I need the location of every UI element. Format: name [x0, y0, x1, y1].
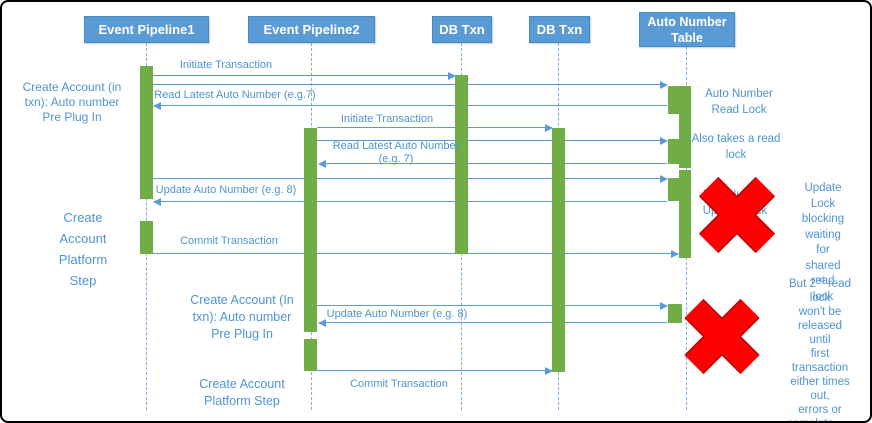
- message-label-read-latest-1: Read Latest Auto Number (e.g.7): [154, 89, 316, 101]
- activation-bar-pipeline2-txn: [304, 128, 317, 332]
- arrowhead-icon: [545, 124, 553, 132]
- actor-db-txn-1: DB Txn: [432, 16, 492, 43]
- arrowhead-icon: [660, 81, 668, 89]
- message-label-commit-transaction-2: Commit Transaction: [350, 378, 448, 390]
- activation-bar-update-lock-attempt-2: [668, 304, 682, 323]
- note-create-account-pre-plugin-1: Create Account (in txn): Auto number Pre…: [22, 80, 122, 124]
- message-label-update-auto-number-1: Update Auto Number (e.g. 8): [155, 184, 297, 196]
- message-arrow-initiate-transaction-1: [153, 72, 456, 80]
- activation-bar-db-txn-1: [455, 75, 468, 254]
- note-create-account-platform-step-1: Create Account Platform Step: [58, 210, 108, 288]
- message-label-update-auto-number-2: Update Auto Number (e.g. 8): [326, 308, 468, 320]
- message-arrow-initiate-transaction-2: [317, 124, 553, 132]
- message-label-initiate-transaction-1: Initiate Transaction: [179, 59, 273, 71]
- arrowhead-icon: [448, 72, 456, 80]
- blocked-x-icon: [694, 172, 780, 258]
- note-create-account-pre-plugin-2: Create Account (In txn): Auto number Pre…: [190, 293, 294, 341]
- note-auto-number-read-lock: Auto Number Read Lock: [705, 88, 773, 116]
- actor-event-pipeline2: Event Pipeline2: [248, 16, 375, 43]
- arrowhead-icon: [318, 319, 326, 327]
- arrowhead-icon: [660, 137, 668, 145]
- note-deadlock: But 2nd read lock won't be released unti…: [787, 273, 853, 421]
- message-arrow-update-request-2: [317, 302, 668, 310]
- message-arrow-commit-transaction-2: [317, 367, 553, 375]
- message-arrow-read-return-1: [153, 102, 667, 110]
- activation-bar-auto-number-main-2: [679, 170, 691, 258]
- message-label-commit-transaction-1: Commit Transaction: [180, 235, 278, 247]
- blocked-x-icon: [679, 294, 765, 379]
- message-arrow-update-return-1: [153, 198, 667, 206]
- message-label-initiate-transaction-2: Initiate Transaction: [340, 113, 434, 125]
- activation-bar-auto-number-main-1: [679, 86, 691, 168]
- note-update-lock-blocking: Update Lock blocking waiting for shared …: [801, 182, 845, 303]
- deadlock-text-pre: But 2: [789, 277, 816, 290]
- message-arrow-read-request-2: [317, 137, 668, 145]
- message-label-read-latest-2: Read Latest Auto Number (e.g. 7): [332, 140, 460, 165]
- arrowhead-icon: [660, 302, 668, 310]
- arrowhead-icon: [153, 102, 161, 110]
- deadlock-text-sup: nd: [815, 275, 825, 284]
- actor-db-txn-2: DB Txn: [529, 16, 590, 43]
- activation-bar-read-lock-1: [668, 86, 679, 114]
- arrowhead-icon: [545, 367, 553, 375]
- arrowhead-icon: [671, 250, 679, 258]
- activation-bar-pipeline1-txn: [140, 66, 153, 199]
- note-also-takes-read-lock: Also takes a read lock: [691, 133, 781, 161]
- actor-event-pipeline1: Event Pipeline1: [84, 16, 209, 43]
- deadlock-text-post: read lock won't be released until first …: [787, 277, 853, 421]
- activation-bar-pipeline1-platform-step: [140, 221, 153, 254]
- message-arrow-read-return-2: [318, 160, 667, 168]
- message-arrow-commit-transaction-1: [153, 250, 679, 258]
- activation-bar-read-lock-2: [668, 139, 679, 164]
- activation-bar-update-lock-attempt-1: [668, 178, 679, 201]
- arrowhead-icon: [318, 160, 326, 168]
- message-arrow-update-request-1: [153, 175, 668, 183]
- message-arrow-read-request-1: [153, 81, 668, 89]
- arrowhead-icon: [660, 175, 668, 183]
- arrowhead-icon: [153, 198, 161, 206]
- actor-auto-number-table: Auto Number Table: [639, 12, 735, 47]
- activation-bar-db-txn-2: [552, 128, 565, 372]
- note-create-account-platform-step-2: Create Account Platform Step: [199, 377, 285, 408]
- message-arrow-update-return-2: [318, 319, 667, 327]
- activation-bar-pipeline2-platform-step: [304, 339, 317, 371]
